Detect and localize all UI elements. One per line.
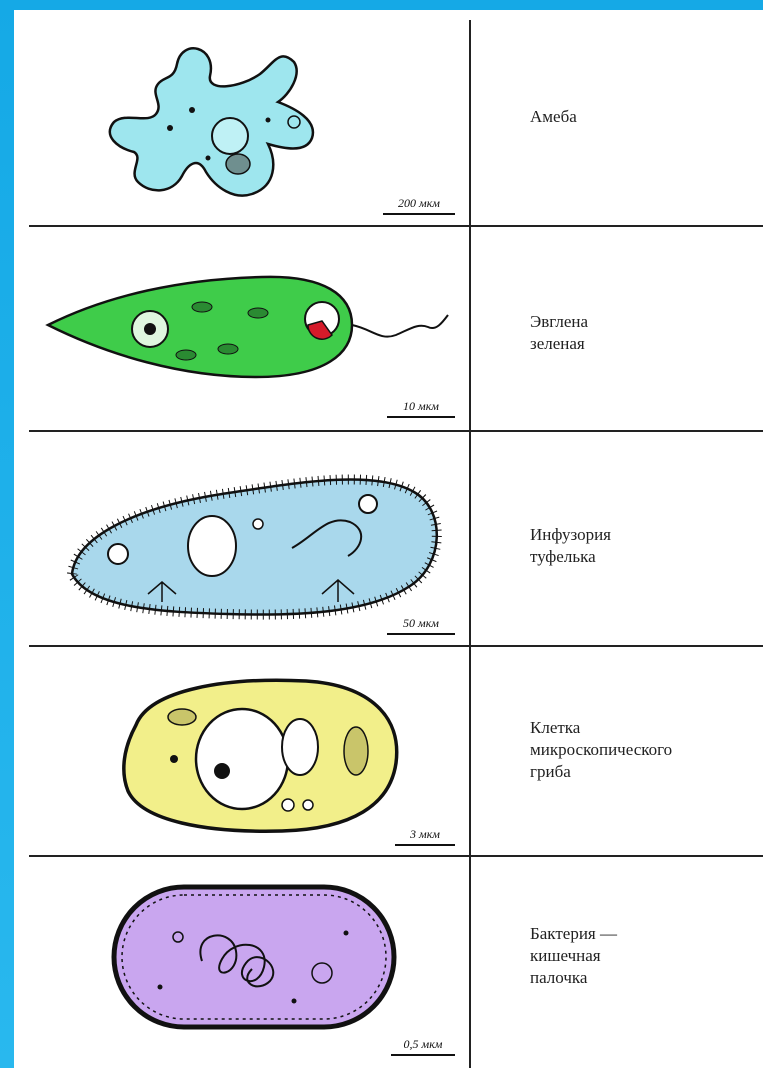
amoeba-drawing (32, 28, 462, 218)
euglena-drawing (32, 237, 462, 422)
fungus-dot (170, 755, 178, 763)
paramecium-illustration (32, 444, 462, 638)
bacterium-ribosome (158, 985, 163, 990)
euglena-scale-label: 10 мкм (403, 399, 439, 413)
amoeba-scale-line (383, 213, 455, 215)
table-row-bacterium: 0,5 мкм Бактерия — кишечная палочка (14, 857, 763, 1068)
fungus-inclusion (282, 799, 294, 811)
table-row-paramecium: 50 мкм Инфузория туфелька (14, 432, 763, 645)
fungus-nucleus (214, 763, 230, 779)
paramecium-body (72, 479, 437, 614)
bacterium-scale-line (391, 1054, 455, 1056)
paramecium-label: Инфузория туфелька (530, 524, 760, 568)
organism-comparison-table: 200 мкм Амеба 10 мкм Эвглена зеле (14, 10, 763, 1068)
bacterium-ribosome (292, 999, 297, 1004)
table-row-amoeba: 200 мкм Амеба (14, 10, 763, 225)
paramecium-vacuole (359, 495, 377, 513)
amoeba-dot (206, 156, 211, 161)
bacterium-ribosome (344, 931, 349, 936)
fungus-label: Клетка микроскопического гриба (530, 717, 760, 783)
paramecium-scale-line (387, 633, 455, 635)
bacterium-drawing (32, 871, 462, 1045)
paramecium-scale-bar: 50 мкм (387, 616, 455, 635)
euglena-illustration (32, 237, 462, 422)
bacterium-scale-bar: 0,5 мкм (391, 1037, 455, 1056)
table-row-fungus: 3 мкм Клетка микроскопического гриба (14, 647, 763, 855)
fungus-illustration (32, 655, 462, 845)
amoeba-body (110, 48, 313, 195)
bacterium-illustration (32, 871, 462, 1045)
fungus-mitochondrion (344, 727, 368, 775)
paramecium-macronucleus (188, 516, 236, 576)
amoeba-dot (266, 118, 271, 123)
amoeba-nucleus (212, 118, 248, 154)
amoeba-vacuole (226, 154, 250, 174)
table-row-euglena: 10 мкм Эвглена зеленая (14, 227, 763, 430)
fungus-inclusion (303, 800, 313, 810)
euglena-chloroplast (176, 350, 196, 360)
euglena-chloroplast (192, 302, 212, 312)
fungus-mitochondrion (168, 709, 196, 725)
amoeba-illustration (32, 28, 462, 218)
euglena-chloroplast (248, 308, 268, 318)
euglena-flagellum (352, 315, 448, 337)
amoeba-scale-label: 200 мкм (398, 196, 440, 210)
fungus-scale-bar: 3 мкм (395, 827, 455, 846)
euglena-scale-bar: 10 мкм (387, 399, 455, 418)
fungus-scale-line (395, 844, 455, 846)
amoeba-dot (167, 125, 173, 131)
fungus-granule (282, 719, 318, 775)
fungus-vacuole (196, 709, 288, 809)
amoeba-dot (189, 107, 195, 113)
amoeba-label: Амеба (530, 106, 760, 128)
euglena-nucleolus (144, 323, 156, 335)
euglena-label: Эвглена зеленая (530, 311, 760, 355)
paramecium-vacuole (253, 519, 263, 529)
bacterium-label: Бактерия — кишечная палочка (530, 923, 760, 989)
fungus-scale-label: 3 мкм (410, 827, 440, 841)
euglena-scale-line (387, 416, 455, 418)
paramecium-drawing (32, 444, 462, 638)
paramecium-scale-label: 50 мкм (403, 616, 439, 630)
paramecium-vacuole (108, 544, 128, 564)
euglena-chloroplast (218, 344, 238, 354)
amoeba-scale-bar: 200 мкм (383, 196, 455, 215)
bacterium-scale-label: 0,5 мкм (404, 1037, 443, 1051)
fungus-drawing (32, 655, 462, 845)
